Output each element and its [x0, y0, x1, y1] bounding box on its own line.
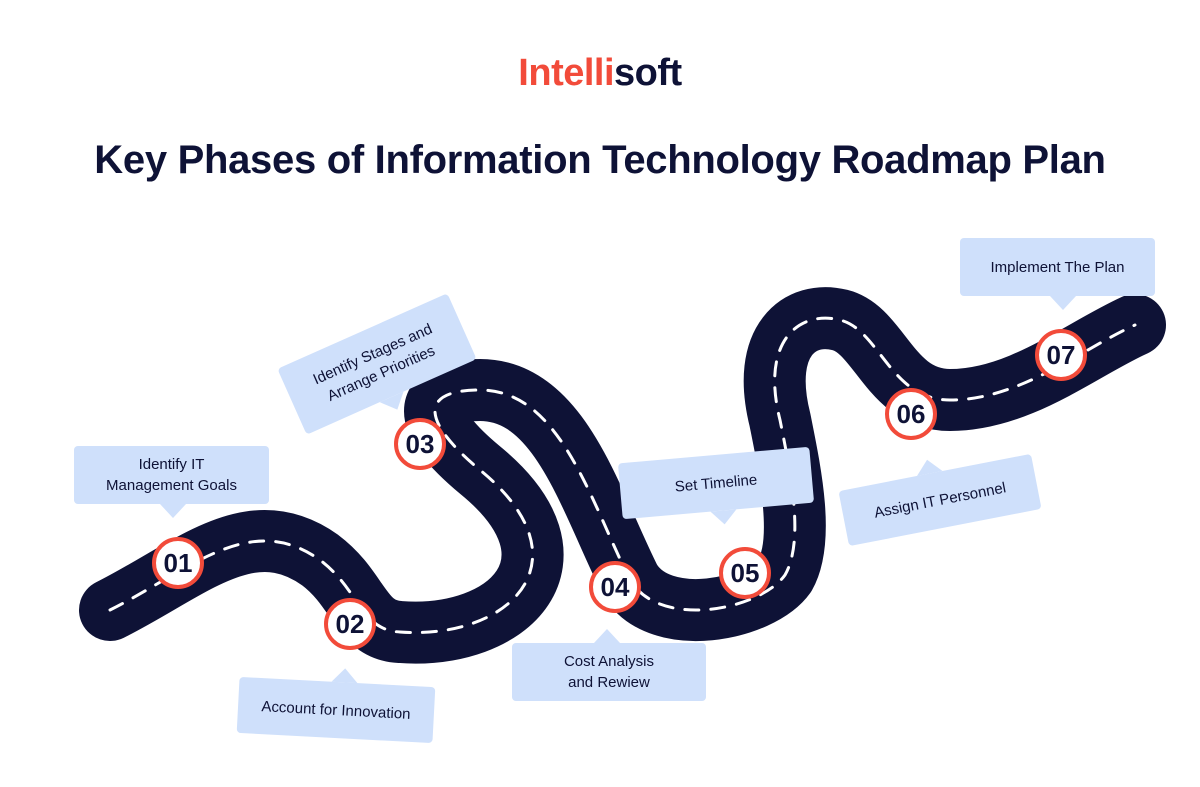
phase-06-label: Assign IT Personnel	[872, 478, 1008, 522]
phase-02-label: Account for Innovation	[261, 697, 411, 723]
phase-07-callout: Implement The Plan	[960, 238, 1155, 310]
phase-02-callout: Account for Innovation	[236, 667, 436, 744]
brand-logo-part1: Intelli	[518, 52, 615, 94]
page-title: Key Phases of Information Technology Roa…	[94, 138, 1106, 182]
phase-01-marker: 01	[152, 537, 204, 589]
phase-04-marker: 04	[589, 561, 641, 613]
phase-05-marker: 05	[719, 547, 771, 599]
phase-06-marker: 06	[885, 388, 937, 440]
phase-04-callout: Cost Analysis and Rewiew	[512, 629, 706, 701]
phase-02-marker: 02	[324, 598, 376, 650]
phase-05-label: Set Timeline	[674, 470, 758, 496]
phase-07-label: Implement The Plan	[990, 258, 1125, 276]
brand-logo: Intellisoft	[0, 52, 1200, 95]
brand-logo-part2: soft	[614, 52, 682, 94]
phase-01-callout: Identify IT Management Goals	[74, 446, 269, 518]
phase-01-label: Identify IT Management Goals	[106, 456, 237, 494]
phase-04-label: Cost Analysis and Rewiew	[563, 653, 655, 691]
phase-03-marker: 03	[394, 418, 446, 470]
phase-07-marker: 07	[1035, 329, 1087, 381]
